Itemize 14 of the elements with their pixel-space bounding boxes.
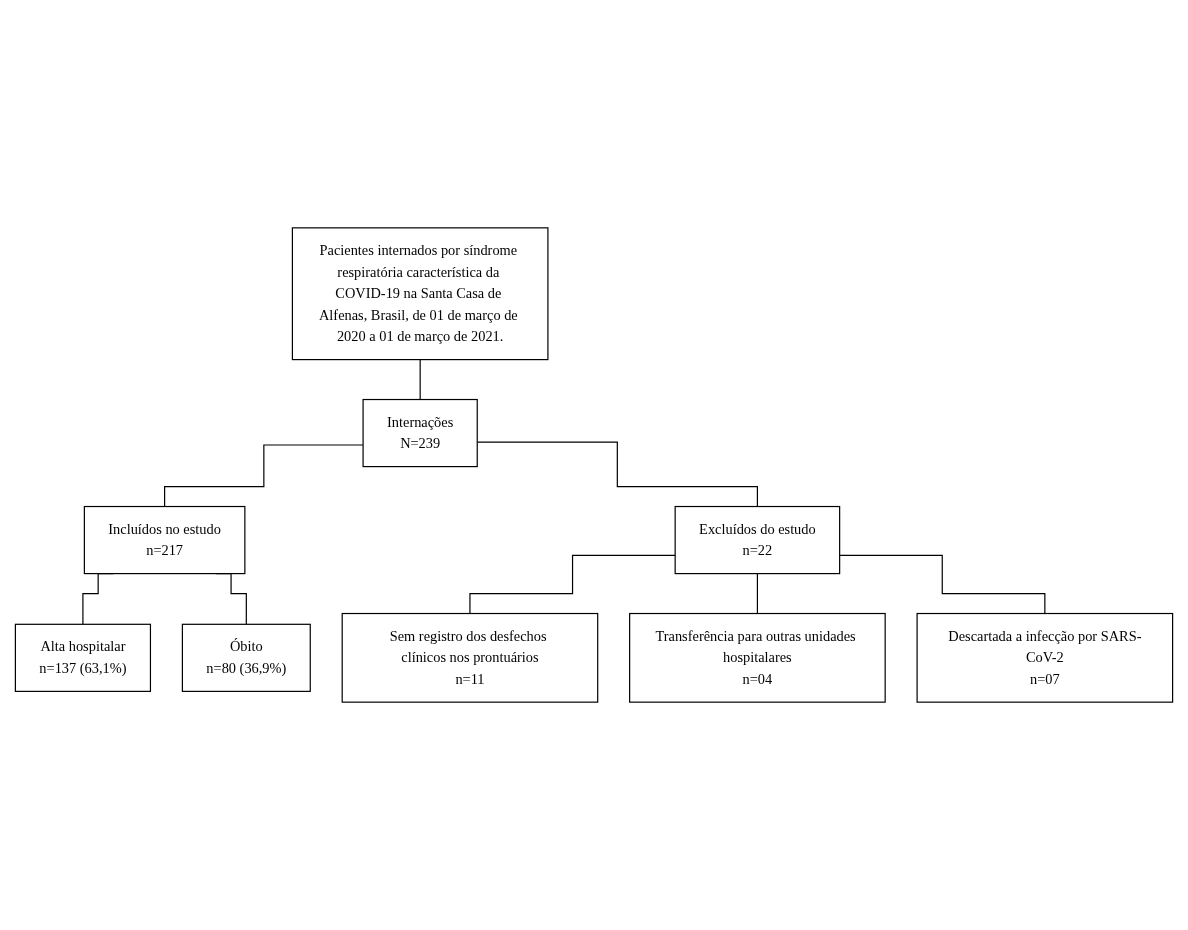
node-box: Óbito n=80 (36,9%): [181, 623, 311, 692]
node-box: Sem registro dos desfechos clínicos nos prontuários n=11: [341, 612, 599, 703]
connector: [839, 554, 1046, 615]
connector: [756, 573, 758, 615]
node-box: Transferência para outras unidades hospitalares n=04: [629, 612, 886, 703]
node-box: Internações N=239: [362, 398, 478, 468]
connector: [469, 554, 676, 615]
node-box: Alta hospitalar n=137 (63,1%): [14, 623, 152, 692]
node-box: Excluídos do estudo n=22: [674, 505, 841, 575]
connector: [419, 359, 421, 401]
node-box: Incluídos no estudo n=217: [83, 505, 246, 575]
connector: [164, 444, 364, 508]
node-box: Descartada a infecção por SARS-CoV-2 n=07: [916, 612, 1174, 703]
node-box: Pacientes internados por síndrome respiratória característica da COVID-19 na Santa Casa de Alfenas, Brasil, de 01 de março de 2020 a 01 de março de 2021.: [291, 227, 549, 361]
